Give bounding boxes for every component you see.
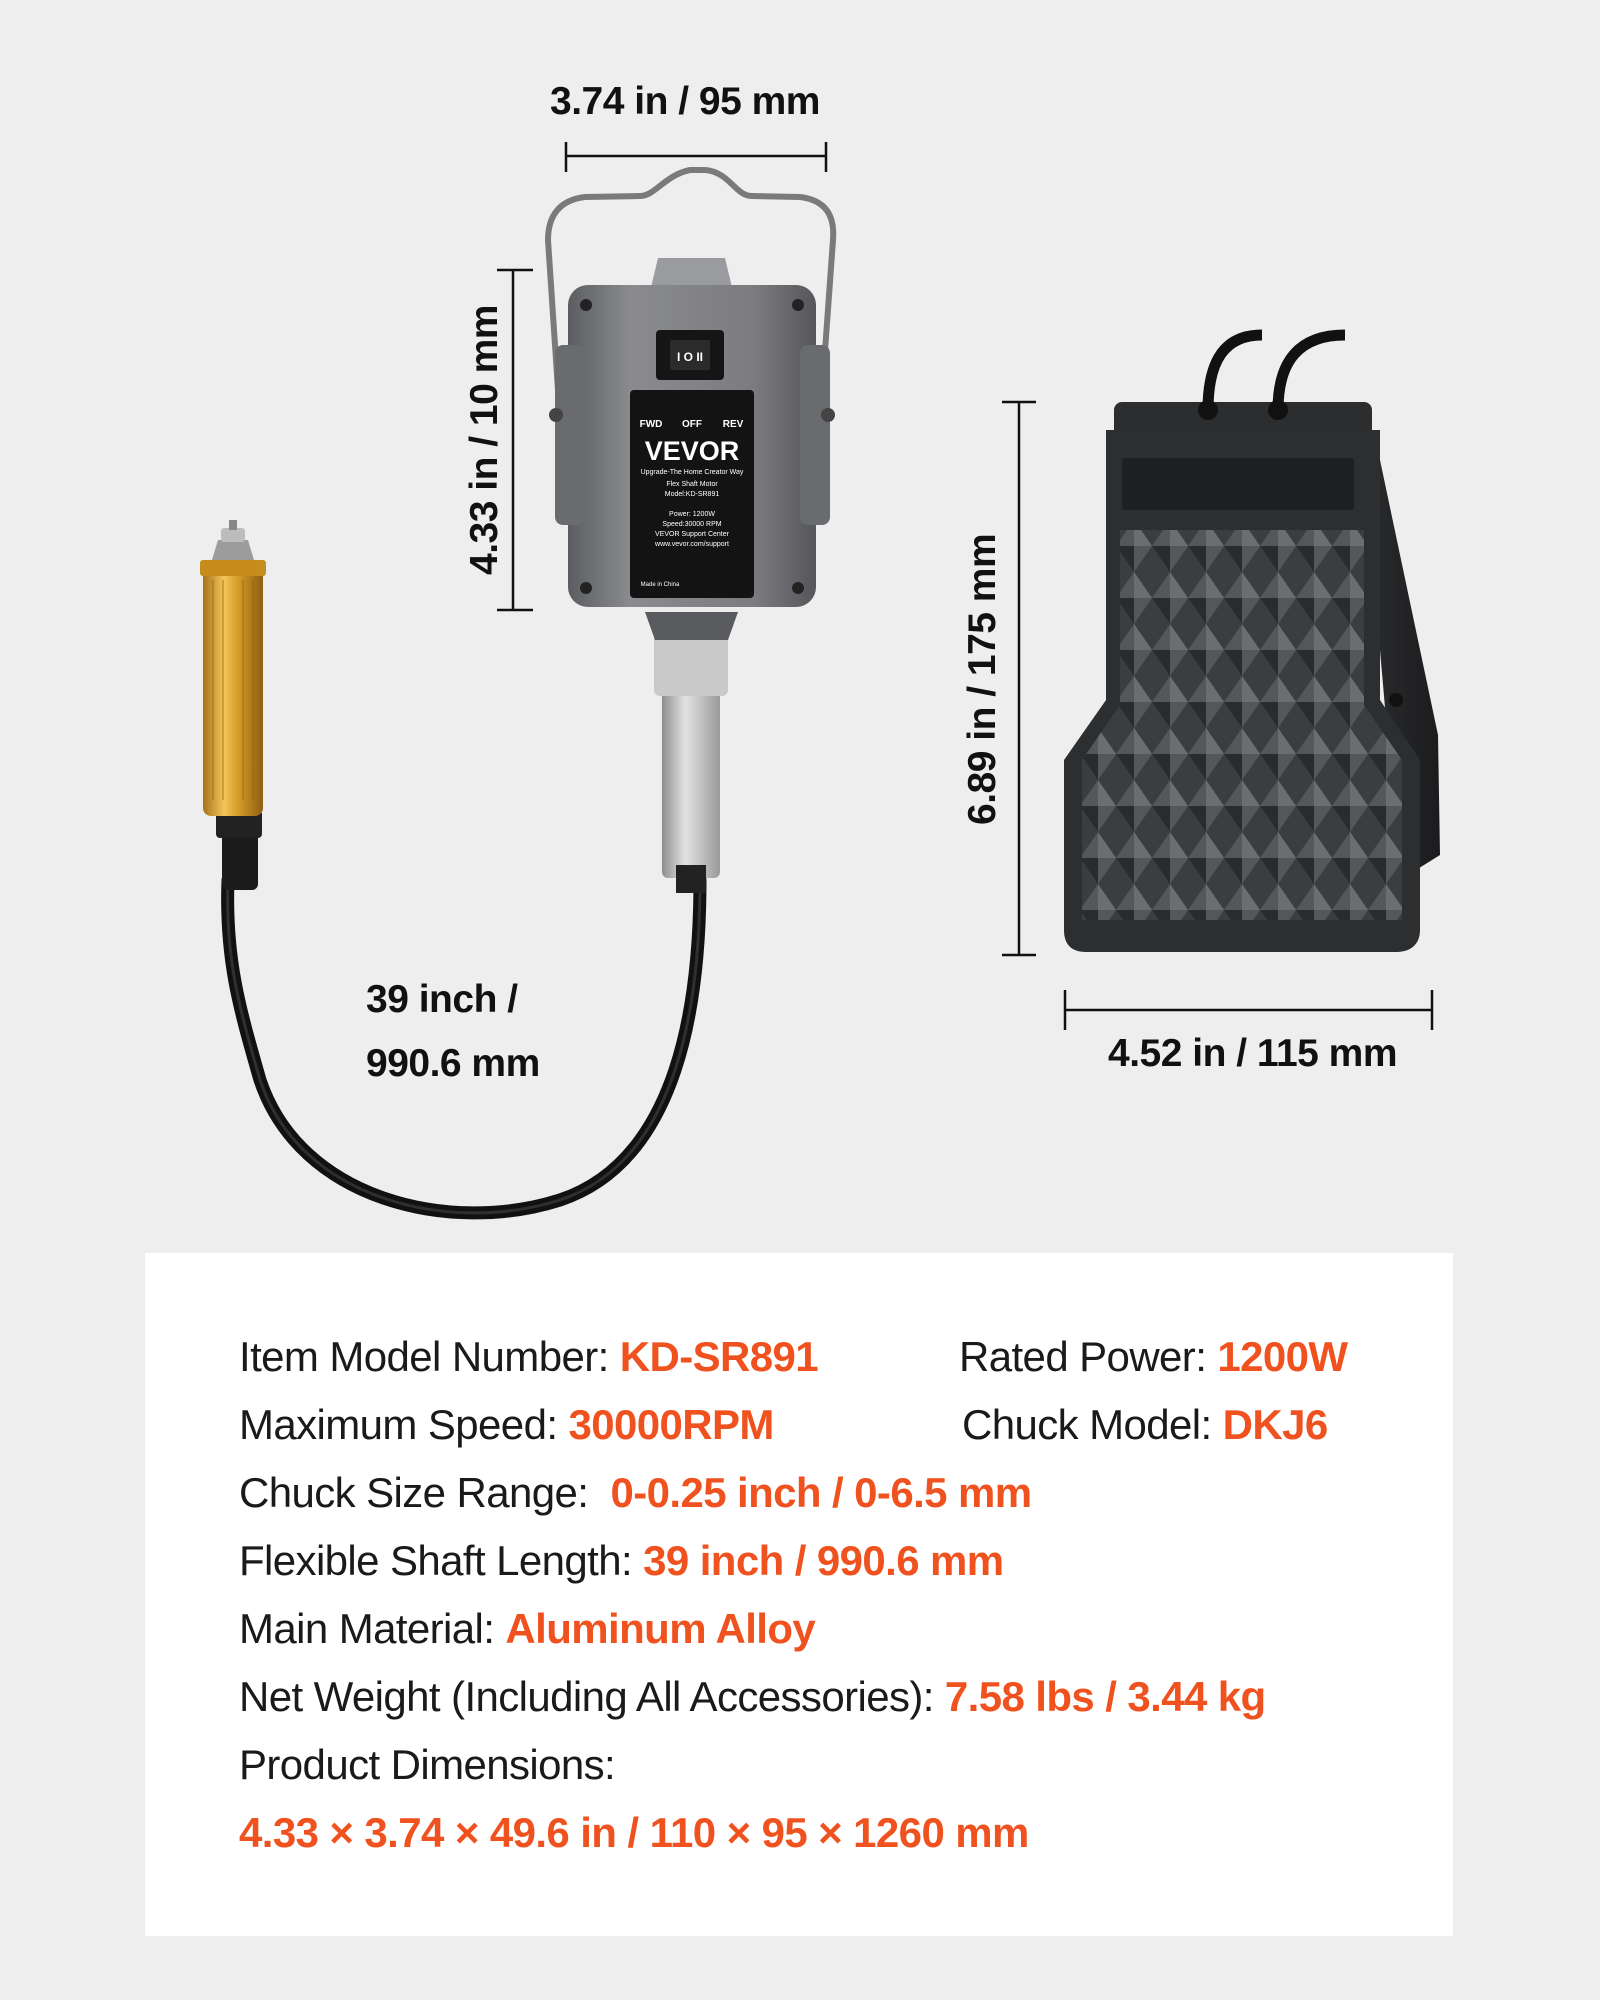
spec-chuck-range-value: 0-0.25 inch / 0-6.5 mm <box>610 1469 1032 1516</box>
spec-shaft-label: Flexible Shaft Length: <box>239 1537 644 1584</box>
spec-chuck-label: Chuck Model: <box>962 1401 1223 1448</box>
spec-net-weight: Net Weight (Including All Accessories): … <box>239 1673 1266 1721</box>
spec-chuck-value: DKJ6 <box>1222 1401 1329 1448</box>
pedal-cord-1 <box>1202 329 1263 411</box>
spec-chuck-range-label: Chuck Size Range: <box>239 1469 611 1516</box>
spec-chuck-size-range: Chuck Size Range: 0-0.25 inch / 0-6.5 mm <box>239 1469 1032 1517</box>
spec-rated-power: Rated Power: 1200W <box>959 1333 1348 1381</box>
spec-model-number: Item Model Number: KD-SR891 <box>239 1333 819 1381</box>
spec-product-dimensions-value: 4.33 × 3.74 × 49.6 in / 110 × 95 × 1260 … <box>239 1809 1029 1857</box>
motor-body <box>549 258 835 607</box>
product-illustration: I O II FWD OFF REV VEVOR Upgrade-The Hom… <box>200 142 1440 1220</box>
spec-weight-value: 7.58 lbs / 3.44 kg <box>944 1673 1266 1720</box>
switch-off-label: OFF <box>682 419 702 430</box>
spec-speed-value: 30000RPM <box>568 1401 774 1448</box>
shaft-length-label-line2: 990.6 mm <box>366 1042 540 1085</box>
motor-tagline: Upgrade-The Home Creator Way <box>641 469 744 476</box>
spec-shaft-value: 39 inch / 990.6 mm <box>643 1537 1004 1584</box>
motor-width-label: 3.74 in / 95 mm <box>550 80 820 123</box>
spec-power-value: 1200W <box>1217 1333 1348 1380</box>
spec-product-dimensions-label: Product Dimensions: <box>239 1741 616 1788</box>
motor-output-shaft <box>645 612 738 893</box>
spec-chuck-model: Chuck Model: DKJ6 <box>962 1401 1328 1449</box>
motor-height-label: 4.33 in / 10 mm <box>463 305 506 575</box>
pedal-cord-2 <box>1272 329 1346 411</box>
spec-max-speed: Maximum Speed: 30000RPM <box>239 1401 774 1449</box>
pedal-height-label: 6.89 in / 175 mm <box>961 533 1004 825</box>
spec-material-label: Main Material: <box>239 1605 506 1652</box>
spec-weight-label: Net Weight (Including All Accessories): <box>239 1673 945 1720</box>
switch-fwd-label: FWD <box>640 419 663 430</box>
motor-support: VEVOR Support Center <box>655 531 730 538</box>
spec-model-label: Item Model Number: <box>239 1333 620 1380</box>
spec-speed-label: Maximum Speed: <box>239 1401 569 1448</box>
motor-origin: Made in China <box>641 582 680 588</box>
handpiece <box>200 520 266 890</box>
switch-glyph: I O II <box>677 350 703 364</box>
motor-width-dimension-line <box>564 142 828 172</box>
motor-product-name: Flex Shaft Motor <box>666 481 718 488</box>
spec-power-label: Rated Power: <box>959 1333 1218 1380</box>
spec-main-material: Main Material: Aluminum Alloy <box>239 1605 816 1653</box>
spec-shaft-length: Flexible Shaft Length: 39 inch / 990.6 m… <box>239 1537 1004 1585</box>
pedal-width-label: 4.52 in / 115 mm <box>1108 1032 1398 1075</box>
motor-hanger-bracket <box>545 167 837 421</box>
foot-pedal <box>1064 329 1440 952</box>
spec-dimensions-value: 4.33 × 3.74 × 49.6 in / 110 × 95 × 1260 … <box>239 1809 1029 1856</box>
shaft-length-label-line1: 39 inch / <box>366 978 518 1021</box>
switch-rev-label: REV <box>723 419 744 430</box>
specifications-panel: Item Model Number: KD-SR891 Rated Power:… <box>145 1253 1453 1936</box>
motor-height-dimension-line <box>497 268 533 612</box>
motor-model: Model:KD-SR891 <box>665 491 720 498</box>
spec-model-value: KD-SR891 <box>619 1333 819 1380</box>
pedal-height-dimension-line <box>1002 400 1036 957</box>
motor-power: Power: 1200W <box>669 511 715 518</box>
motor-speed: Speed:30000 RPM <box>662 521 721 528</box>
pedal-width-dimension-line <box>1063 990 1434 1030</box>
motor-url: www.vevor.com/support <box>654 541 729 548</box>
motor-label: I O II FWD OFF REV VEVOR Upgrade-The Hom… <box>640 350 744 588</box>
spec-material-value: Aluminum Alloy <box>505 1605 816 1652</box>
motor-brand-logo: VEVOR <box>645 436 740 466</box>
